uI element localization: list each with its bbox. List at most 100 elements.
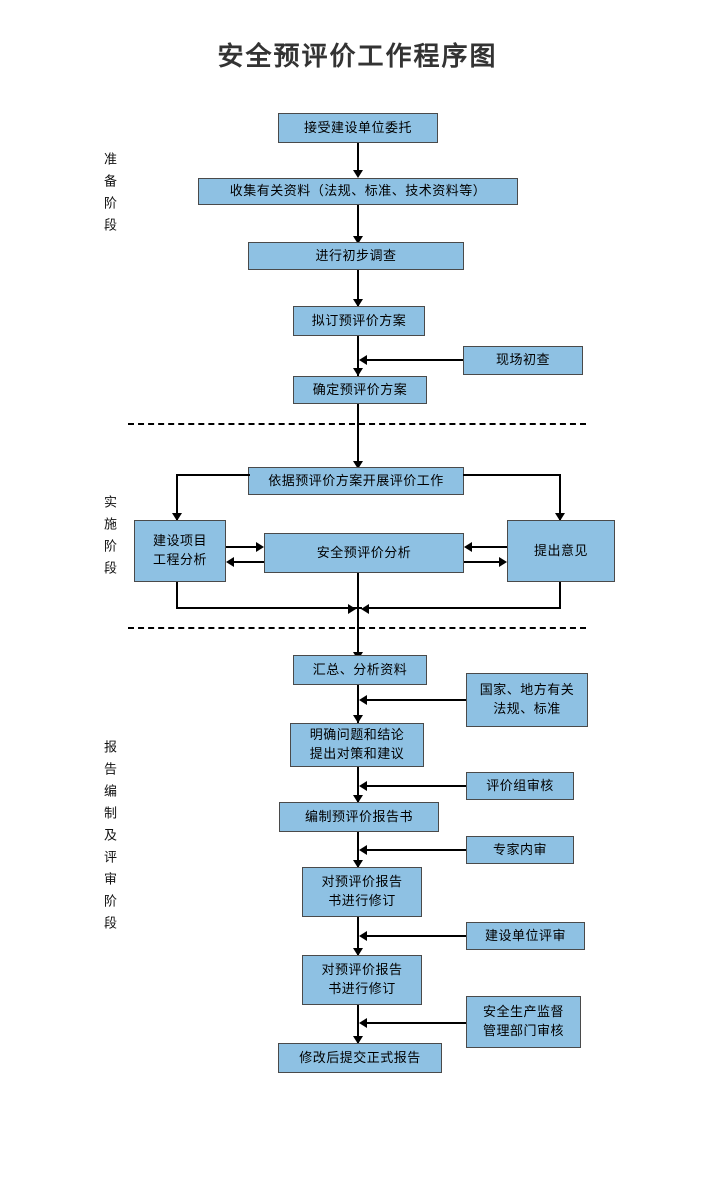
branch-right-top	[463, 474, 561, 476]
node-label: 提出对策和建议	[309, 747, 405, 762]
node-confirm-plan[interactable]: 确定预评价方案	[293, 376, 427, 404]
connector-analysis-to-opinions	[464, 561, 501, 563]
connector-site-to-draft	[364, 359, 463, 361]
rail-right-bottom	[366, 607, 561, 609]
node-revise-report-1[interactable]: 对预评价报告 书进行修订	[302, 867, 422, 917]
connector-confirm-to-carryout	[357, 404, 359, 468]
arrowhead-down	[353, 368, 363, 376]
node-carry-out-work[interactable]: 依据预评价方案开展评价工作	[248, 467, 464, 495]
node-raise-opinions[interactable]: 提出意见	[507, 520, 615, 582]
arrowhead-down	[172, 513, 182, 521]
connector-revise1-to-revise2	[357, 917, 359, 955]
node-label: 编制预评价报告书	[304, 809, 413, 825]
node-label: 现场初查	[495, 353, 550, 368]
connector-revise2-to-submit	[357, 1005, 359, 1043]
stage-label-preparation: 准备阶段	[97, 152, 119, 240]
node-label: 建设单位评审	[484, 928, 566, 944]
node-label: 对预评价报告	[321, 875, 403, 890]
node-label: 建设项目	[152, 534, 207, 549]
stage-divider-1	[128, 423, 586, 425]
rail-left-down	[176, 582, 178, 609]
stage-label-char: 准备阶段	[101, 152, 116, 240]
node-clarify-conclusions[interactable]: 明确问题和结论 提出对策和建议	[290, 723, 424, 767]
page-title: 安全预评价工作程序图	[217, 42, 498, 72]
stage-divider-2	[128, 627, 586, 629]
arrowhead-down	[353, 299, 363, 307]
arrowhead-down	[353, 948, 363, 956]
connector-accept-to-collect	[357, 143, 359, 173]
node-compile-report[interactable]: 编制预评价报告书	[279, 802, 439, 832]
node-collect-materials[interactable]: 收集有关资料（法规、标准、技术资料等）	[198, 178, 518, 205]
arrowhead-left	[359, 695, 367, 705]
arrowhead-right	[499, 557, 507, 567]
stage-label-char: 报告编制及评审阶段	[101, 740, 116, 938]
arrowhead-left	[359, 781, 367, 791]
node-draft-plan[interactable]: 拟订预评价方案	[293, 306, 425, 336]
node-label: 专家内审	[492, 842, 547, 858]
branch-right-down	[559, 474, 561, 520]
rail-right-down	[559, 582, 561, 609]
arrowhead-down	[555, 513, 565, 521]
node-revise-report-2[interactable]: 对预评价报告 书进行修订	[302, 955, 422, 1005]
node-group-review[interactable]: 评价组审核	[466, 772, 574, 800]
arrowhead-left	[359, 845, 367, 855]
node-safety-analysis[interactable]: 安全预评价分析	[264, 533, 464, 573]
connector-survey-to-draft	[357, 270, 359, 306]
arrowhead-right	[348, 604, 356, 614]
connector-opinions-to-analysis	[470, 546, 507, 548]
arrowhead-down	[353, 715, 363, 723]
node-supervision-review[interactable]: 安全生产监督 管理部门审核	[466, 996, 581, 1048]
node-expert-review[interactable]: 专家内审	[466, 836, 574, 864]
node-preliminary-survey[interactable]: 进行初步调查	[248, 242, 464, 270]
connector-summarize-to-clarify	[357, 685, 359, 723]
stage-label-implementation: 实施阶段	[97, 495, 119, 583]
connector-analysis-to-proj	[232, 561, 264, 563]
node-label: 对预评价报告	[321, 963, 403, 978]
arrowhead-down	[353, 795, 363, 803]
arrowhead-left	[359, 931, 367, 941]
node-label: 依据预评价方案开展评价工作	[268, 473, 444, 489]
connector-draft-to-confirm	[357, 336, 359, 376]
arrowhead-left	[464, 542, 472, 552]
node-label: 进行初步调查	[315, 248, 397, 264]
node-owner-review[interactable]: 建设单位评审	[466, 922, 585, 950]
branch-left-top	[176, 474, 250, 476]
node-label: 汇总、分析资料	[312, 662, 408, 678]
node-label: 提出意见	[533, 543, 588, 559]
node-label: 确定预评价方案	[312, 382, 408, 398]
connector-clarify-to-compile	[357, 767, 359, 802]
node-label: 明确问题和结论	[309, 728, 405, 743]
arrowhead-down	[353, 461, 363, 469]
node-label: 管理部门审核	[482, 1024, 564, 1039]
connector-regs-to-spine	[364, 699, 466, 701]
spine-analysis-down	[357, 573, 359, 660]
node-label: 修改后提交正式报告	[299, 1050, 421, 1066]
node-label: 收集有关资料（法规、标准、技术资料等）	[229, 184, 487, 199]
arrowhead-right	[256, 542, 264, 552]
node-label: 书进行修订	[328, 982, 396, 997]
connector-ownerreview-to-spine	[364, 935, 466, 937]
node-label: 法规、标准	[493, 702, 561, 717]
node-label: 书进行修订	[328, 894, 396, 909]
arrowhead-left	[361, 604, 369, 614]
node-submit-final[interactable]: 修改后提交正式报告	[278, 1043, 442, 1073]
arrowhead-down	[353, 860, 363, 868]
node-label: 拟订预评价方案	[311, 313, 407, 329]
node-national-local-regs[interactable]: 国家、地方有关 法规、标准	[466, 673, 588, 727]
connector-expertreview-to-spine	[364, 849, 466, 851]
node-project-engineering[interactable]: 建设项目 工程分析	[134, 520, 226, 582]
connector-supervision-to-spine	[364, 1022, 466, 1024]
arrowhead-left	[226, 557, 234, 567]
arrowhead-down	[353, 1036, 363, 1044]
arrowhead-left	[359, 355, 367, 365]
connector-compile-to-revise1	[357, 832, 359, 867]
node-label: 评价组审核	[486, 778, 554, 794]
stage-label-char: 实施阶段	[101, 495, 116, 583]
node-site-inspection[interactable]: 现场初查	[463, 346, 583, 375]
node-accept-commission[interactable]: 接受建设单位委托	[278, 113, 438, 143]
arrowhead-left	[359, 1018, 367, 1028]
rail-left-bottom	[176, 607, 362, 609]
arrowhead-down	[353, 170, 363, 178]
node-summarize-analyze[interactable]: 汇总、分析资料	[293, 655, 427, 685]
